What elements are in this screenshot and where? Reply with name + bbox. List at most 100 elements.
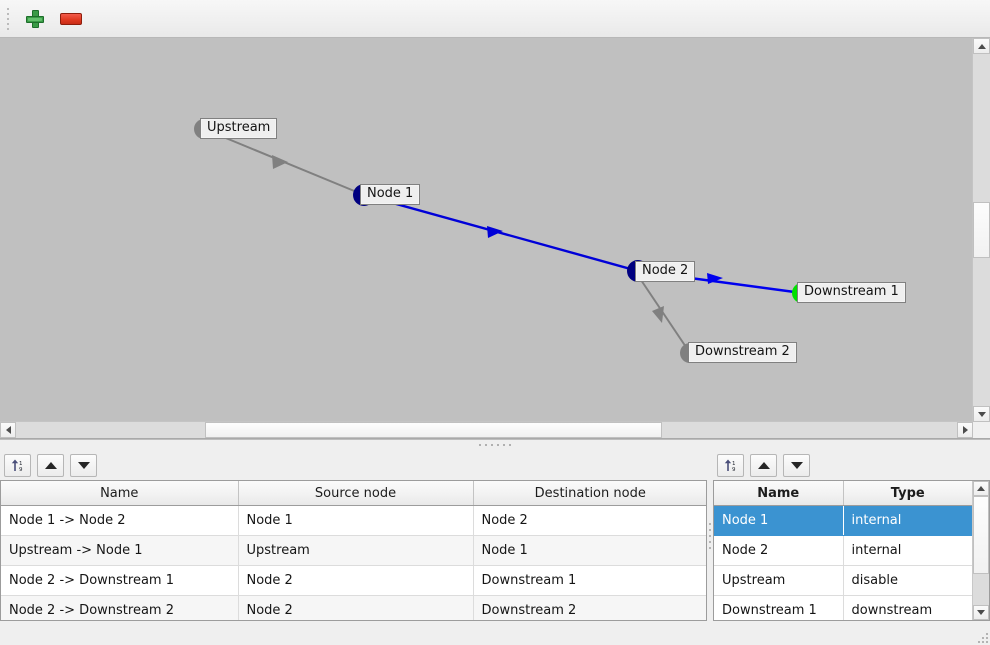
node-type[interactable]: disable bbox=[843, 565, 972, 596]
edge-name[interactable]: Node 1 -> Node 2 bbox=[1, 505, 239, 536]
graph-label-downstream1[interactable]: Downstream 1 bbox=[797, 282, 906, 304]
nodes-vscroll-thumb[interactable] bbox=[973, 496, 989, 574]
table-row[interactable]: Node 2 -> Downstream 2 Node 2 Downstream… bbox=[1, 595, 706, 620]
edge-name[interactable]: Node 2 -> Downstream 1 bbox=[1, 565, 239, 596]
node-name[interactable]: Downstream 1 bbox=[714, 595, 844, 620]
edge-name[interactable]: Node 2 -> Downstream 2 bbox=[1, 595, 239, 620]
svg-text:9: 9 bbox=[732, 467, 736, 473]
graph-label-upstream[interactable]: Upstream bbox=[200, 118, 278, 140]
chevron-up-icon bbox=[977, 486, 985, 491]
table-row[interactable]: Node 2 -> Downstream 1 Node 2 Downstream… bbox=[1, 565, 706, 596]
graph-canvas-area[interactable]: Upstream Node 1 Node 2 Downstream 1 Down… bbox=[0, 38, 990, 439]
edges-toolbar: 1 9 bbox=[0, 450, 707, 480]
hscroll-left-button[interactable] bbox=[0, 422, 16, 438]
chevron-up-icon bbox=[977, 43, 986, 49]
node-name[interactable]: Node 2 bbox=[714, 535, 844, 566]
triangle-down-icon bbox=[77, 461, 90, 469]
resize-grip[interactable] bbox=[975, 630, 988, 643]
edge-upstream-node1[interactable] bbox=[203, 128, 365, 196]
edges-col-name[interactable]: Name bbox=[1, 481, 239, 506]
edges-move-down-button[interactable] bbox=[70, 453, 97, 477]
vscroll-thumb[interactable] bbox=[973, 202, 990, 258]
svg-text:9: 9 bbox=[19, 467, 23, 473]
edges-sort-button[interactable]: 1 9 bbox=[4, 453, 31, 477]
nodes-pane: 1 9 Name bbox=[713, 450, 990, 621]
nodes-vscroll-down-button[interactable] bbox=[973, 605, 989, 620]
nodes-col-type[interactable]: Type bbox=[843, 481, 972, 506]
triangle-up-icon bbox=[44, 461, 57, 469]
graph-label-node2[interactable]: Node 2 bbox=[635, 261, 696, 283]
canvas-vertical-scrollbar[interactable] bbox=[972, 38, 990, 438]
main-toolbar bbox=[0, 0, 990, 38]
chevron-right-icon bbox=[962, 426, 968, 434]
graph-label-downstream2[interactable]: Downstream 2 bbox=[688, 342, 797, 364]
status-bar bbox=[0, 621, 990, 645]
minus-icon bbox=[60, 12, 82, 25]
table-row[interactable]: Node 2 internal bbox=[714, 535, 972, 566]
nodes-col-name[interactable]: Name bbox=[714, 481, 844, 506]
nodes-header-row: Name Type bbox=[714, 481, 972, 506]
svg-text:1: 1 bbox=[732, 461, 736, 467]
sort-ascending-icon: 1 9 bbox=[724, 459, 736, 473]
edges-col-destination[interactable]: Destination node bbox=[473, 481, 706, 506]
nodes-sort-button[interactable]: 1 9 bbox=[717, 453, 744, 477]
plus-icon bbox=[26, 9, 44, 28]
table-row[interactable]: Upstream -> Node 1 Upstream Node 1 bbox=[1, 535, 706, 566]
edge-destination[interactable]: Node 1 bbox=[473, 535, 706, 566]
edge-destination[interactable]: Downstream 2 bbox=[473, 595, 706, 620]
edges-grid: Name Source node Destination node Node 1… bbox=[1, 481, 706, 620]
edges-table-container[interactable]: Name Source node Destination node Node 1… bbox=[0, 480, 707, 621]
remove-node-button[interactable] bbox=[53, 3, 89, 35]
edges-col-source[interactable]: Source node bbox=[238, 481, 474, 506]
node-name[interactable]: Upstream bbox=[714, 565, 844, 596]
node-type[interactable]: internal bbox=[843, 505, 972, 536]
nodes-move-down-button[interactable] bbox=[783, 453, 810, 477]
nodes-toolbar: 1 9 bbox=[713, 450, 990, 480]
edge-source[interactable]: Node 1 bbox=[238, 505, 474, 536]
table-row[interactable]: Downstream 1 downstream bbox=[714, 595, 972, 620]
canvas-horizontal-scrollbar[interactable] bbox=[0, 421, 973, 438]
nodes-table-container[interactable]: Name Type Node 1 internal Node 2 i bbox=[713, 480, 990, 621]
hscroll-thumb[interactable] bbox=[205, 422, 662, 438]
sort-ascending-icon: 1 9 bbox=[11, 459, 23, 473]
edge-source[interactable]: Node 2 bbox=[238, 595, 474, 620]
graph-label-node1[interactable]: Node 1 bbox=[360, 184, 421, 206]
table-row[interactable]: Upstream disable bbox=[714, 565, 972, 596]
edge-destination[interactable]: Node 2 bbox=[473, 505, 706, 536]
nodes-vertical-scrollbar[interactable] bbox=[972, 481, 989, 620]
table-row[interactable]: Node 1 internal bbox=[714, 505, 972, 536]
vscroll-up-button[interactable] bbox=[973, 38, 990, 54]
add-node-button[interactable] bbox=[17, 3, 53, 35]
nodes-grid: Name Type Node 1 internal Node 2 i bbox=[714, 481, 972, 620]
edge-destination[interactable]: Downstream 1 bbox=[473, 565, 706, 596]
hscroll-right-button[interactable] bbox=[957, 422, 973, 438]
graph-viewport[interactable]: Upstream Node 1 Node 2 Downstream 1 Down… bbox=[0, 38, 973, 423]
edges-pane: 1 9 Name bbox=[0, 450, 707, 621]
toolbar-drag-handle[interactable] bbox=[3, 7, 13, 30]
edge-source[interactable]: Upstream bbox=[238, 535, 474, 566]
nodes-vscroll-up-button[interactable] bbox=[973, 481, 989, 496]
edge-node1-node2[interactable] bbox=[363, 193, 639, 273]
node-type[interactable]: internal bbox=[843, 535, 972, 566]
graph-svg bbox=[194, 119, 812, 363]
edge-source[interactable]: Node 2 bbox=[238, 565, 474, 596]
node-name[interactable]: Node 1 bbox=[714, 505, 844, 536]
svg-text:1: 1 bbox=[19, 461, 23, 467]
tables-area: 1 9 Name bbox=[0, 450, 990, 621]
vscroll-down-button[interactable] bbox=[973, 406, 990, 422]
edges-header-row: Name Source node Destination node bbox=[1, 481, 706, 506]
table-row[interactable]: Node 1 -> Node 2 Node 1 Node 2 bbox=[1, 505, 706, 536]
vertical-splitter[interactable] bbox=[707, 450, 713, 621]
node-type[interactable]: downstream bbox=[843, 595, 972, 620]
edges-table: Name Source node Destination node Node 1… bbox=[1, 481, 706, 620]
nodes-table: Name Type Node 1 internal Node 2 i bbox=[714, 481, 972, 620]
chevron-down-icon bbox=[977, 610, 985, 615]
triangle-down-icon bbox=[790, 461, 803, 469]
triangle-up-icon bbox=[757, 461, 770, 469]
edge-name[interactable]: Upstream -> Node 1 bbox=[1, 535, 239, 566]
nodes-move-up-button[interactable] bbox=[750, 453, 777, 477]
edge-node2-downstream2[interactable] bbox=[640, 279, 691, 354]
edges-move-up-button[interactable] bbox=[37, 453, 64, 477]
horizontal-splitter[interactable] bbox=[0, 439, 990, 450]
